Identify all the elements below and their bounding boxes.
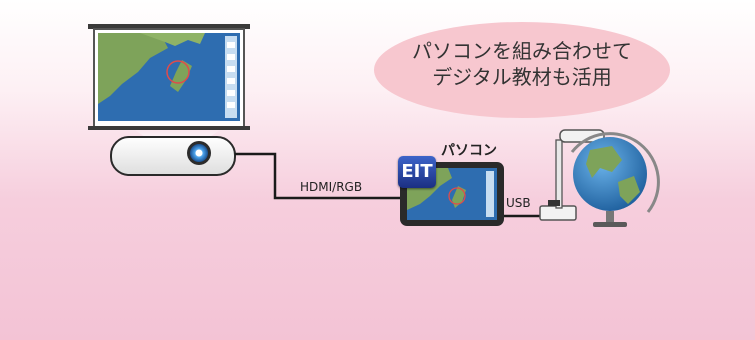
- bubble-line-2: デジタル教材も活用: [432, 65, 612, 89]
- hdmi-label: HDMI/RGB: [300, 180, 363, 194]
- usb-label: USB: [506, 196, 531, 210]
- globe: [570, 132, 660, 227]
- speech-bubble: [374, 22, 670, 118]
- projection-screen: [88, 24, 250, 130]
- speech-bubble-text: パソコンを組み合わせて デジタル教材も活用: [392, 38, 652, 90]
- projector: [110, 136, 236, 176]
- bubble-line-1: パソコンを組み合わせて: [412, 39, 632, 63]
- pc-label: パソコン: [441, 143, 497, 159]
- document-camera: [539, 129, 605, 221]
- eit-logo: EIT: [398, 156, 436, 188]
- hdmi-cable: [235, 152, 400, 200]
